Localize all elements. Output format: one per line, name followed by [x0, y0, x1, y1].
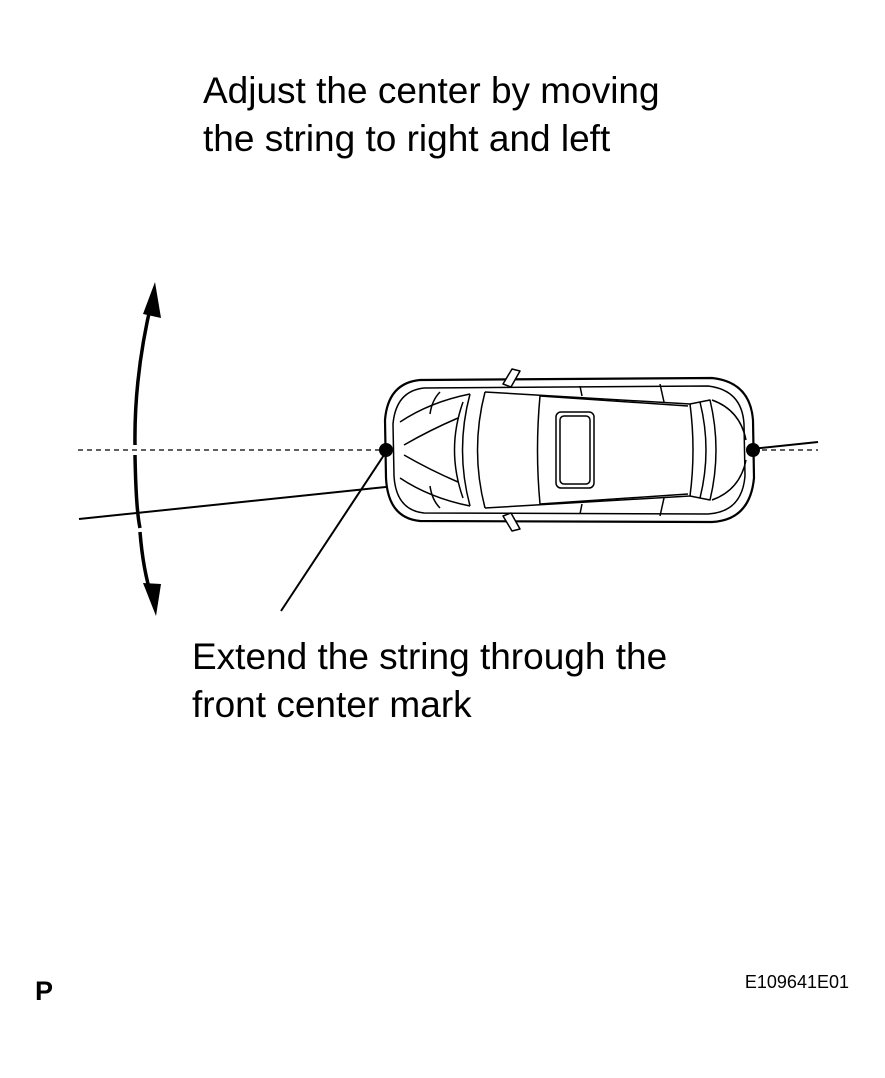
corner-label: P — [35, 976, 54, 1006]
extend-instruction-line-1: Extend the string through the — [192, 636, 668, 677]
rear-center-mark — [746, 443, 760, 457]
extend-instruction-line-2: front center mark — [192, 684, 472, 725]
figure-id: E109641E01 — [744, 972, 849, 992]
adjust-instruction-caption: Adjust the center by moving the string t… — [203, 67, 660, 163]
adjust-instruction-line-1: Adjust the center by moving — [203, 70, 660, 111]
front-center-mark — [379, 443, 393, 457]
adjust-instruction-line-2: the string to right and left — [203, 118, 611, 159]
leader-line — [280, 454, 385, 612]
curved-double-arrow-icon — [133, 282, 161, 616]
extend-instruction-caption: Extend the string through the front cent… — [192, 633, 667, 729]
car-top-view-icon — [383, 368, 756, 532]
